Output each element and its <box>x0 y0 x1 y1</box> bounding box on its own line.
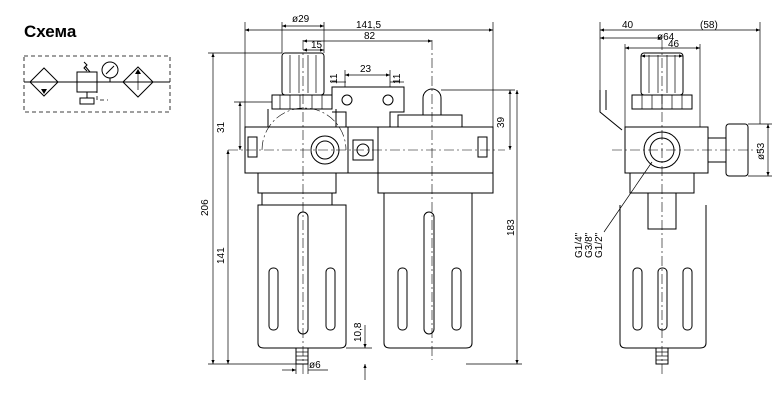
dim-d141-5: 141,5 <box>356 20 381 31</box>
dim-d29: ø29 <box>292 14 310 25</box>
dim-d206: 206 <box>200 199 211 216</box>
schematic-symbol <box>23 55 171 113</box>
dim-d58: (58) <box>700 20 718 31</box>
dim-d64: ø64 <box>657 32 675 43</box>
dim-d82: 82 <box>364 31 376 42</box>
dim-d15: 15 <box>311 40 323 51</box>
dimension-labels: ø29 141,5 82 15 23 11 11 31 39 206 141 1… <box>200 14 767 371</box>
side-view <box>599 22 772 376</box>
thread-g3-8: G3/8" <box>584 232 595 258</box>
front-view <box>228 40 505 376</box>
dim-d6: ø6 <box>309 360 321 371</box>
dim-d53: ø53 <box>756 142 767 160</box>
dim-d141: 141 <box>216 247 227 264</box>
schema-title: Схема <box>24 22 77 41</box>
thread-g1-2: G1/2" <box>594 232 605 258</box>
dim-d183: 183 <box>506 219 517 236</box>
dim-d40: 40 <box>622 20 634 31</box>
dim-d31: 31 <box>216 121 227 133</box>
dim-d10-8: 10,8 <box>353 322 364 342</box>
dim-d11-left: 11 <box>329 73 340 84</box>
dim-d46: 46 <box>668 39 680 50</box>
front-dimension-lines <box>208 22 522 380</box>
dim-d39: 39 <box>496 116 507 128</box>
thread-g1-4: G1/4" <box>574 232 585 258</box>
dim-d23: 23 <box>360 64 372 75</box>
dim-d11-right: 11 <box>392 73 403 84</box>
